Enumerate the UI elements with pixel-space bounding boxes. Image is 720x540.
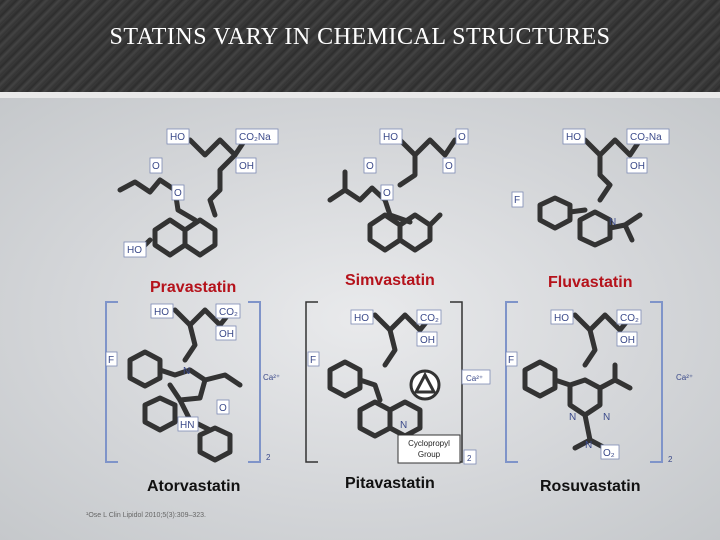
pitavastatin-f-label: F [310,355,316,366]
rosuvastatin-n3-label: N [585,440,592,451]
pitavastatin-n-label: N [400,420,407,431]
fluvastatin-structure: HO CO₂Na OH F N [511,128,670,248]
pravastatin-structure: HO CO₂Na OH O O HO [117,128,279,258]
pravastatin-o2-label: O [174,188,182,199]
rosuvastatin-structure: HO CO₂ OH F N N N O₂ Ca²⁺ 2 [505,301,693,464]
pravastatin-ho2-label: HO [127,245,142,256]
pitavastatin-two-label: 2 [467,454,472,463]
atorvastatin-hn-label: HN [180,420,194,431]
banner-divider [0,92,720,98]
rosuvastatin-oh-label: OH [620,335,635,346]
simvastatin-name: Simvastatin [345,272,435,289]
pravastatin-ho-box [166,128,190,145]
rosuvastatin-n1-label: N [569,412,576,423]
pravastatin-co2na-label: CO₂Na [239,132,271,143]
fluvastatin-oh-label: OH [630,161,645,172]
rosuvastatin-n2-label: N [603,412,610,423]
atorvastatin-o-label: O [219,403,227,414]
fluvastatin-n-label: N [609,217,616,228]
rosuvastatin-ho-label: HO [554,313,569,324]
atorvastatin-n-label: N [183,366,190,377]
slide-title: STATINS VARY IN CHEMICAL STRUCTURES [109,24,611,50]
rosuvastatin-co2-label: CO₂ [620,313,639,324]
title-banner [0,0,720,92]
fluvastatin-co2na-label: CO₂Na [630,132,662,143]
pravastatin-ho-label: HO [170,132,185,143]
pitavastatin-ca-label: Ca²⁺ [466,374,483,383]
simvastatin-o3-label: O [445,161,453,172]
atorvastatin-oh-label: OH [219,329,234,340]
simvastatin-o2-label: O [366,161,374,172]
fluvastatin-f-label: F [514,195,520,206]
atorvastatin-ho-label: HO [154,307,169,318]
atorvastatin-two-label: 2 [266,453,271,462]
simvastatin-o-label: O [458,132,466,143]
fluvastatin-name: Fluvastatin [548,274,633,291]
pitavastatin-structure: Cyclopropyl Group HO CO₂ OH F N Ca²⁺ 2 [305,301,491,465]
atorvastatin-ca-label: Ca²⁺ [263,373,280,382]
rosuvastatin-o2-label: O₂ [603,448,615,459]
pitavastatin-oh-label: OH [420,335,435,346]
pitavastatin-cyclopropyl-label: Cyclopropyl [408,439,450,448]
pitavastatin-co2-label: CO₂ [420,313,439,324]
rosuvastatin-two-label: 2 [668,455,673,464]
rosuvastatin-name: Rosuvastatin [540,478,641,495]
fluvastatin-ho-label: HO [566,132,581,143]
pravastatin-oh-label: OH [239,161,254,172]
reference-citation: ¹Ose L Clin Lipidol 2010;5(3):309–323. [86,512,206,519]
pitavastatin-ho-label: HO [354,313,369,324]
simvastatin-ho-label: HO [383,132,398,143]
pitavastatin-group-label: Group [418,450,441,459]
pravastatin-name: Pravastatin [150,279,237,296]
atorvastatin-f-label: F [108,355,114,366]
atorvastatin-structure: HO CO₂ OH F N O HN Ca²⁺ 2 [105,301,280,463]
atorvastatin-name: Atorvastatin [147,478,241,495]
simvastatin-o4-label: O [383,188,391,199]
rosuvastatin-f-label: F [508,355,514,366]
pitavastatin-name: Pitavastatin [345,475,435,492]
atorvastatin-co2-label: CO₂ [219,307,238,318]
pravastatin-o-label: O [152,161,160,172]
rosuvastatin-ca-label: Ca²⁺ [676,373,693,382]
simvastatin-structure: HO O O O O [327,128,469,253]
